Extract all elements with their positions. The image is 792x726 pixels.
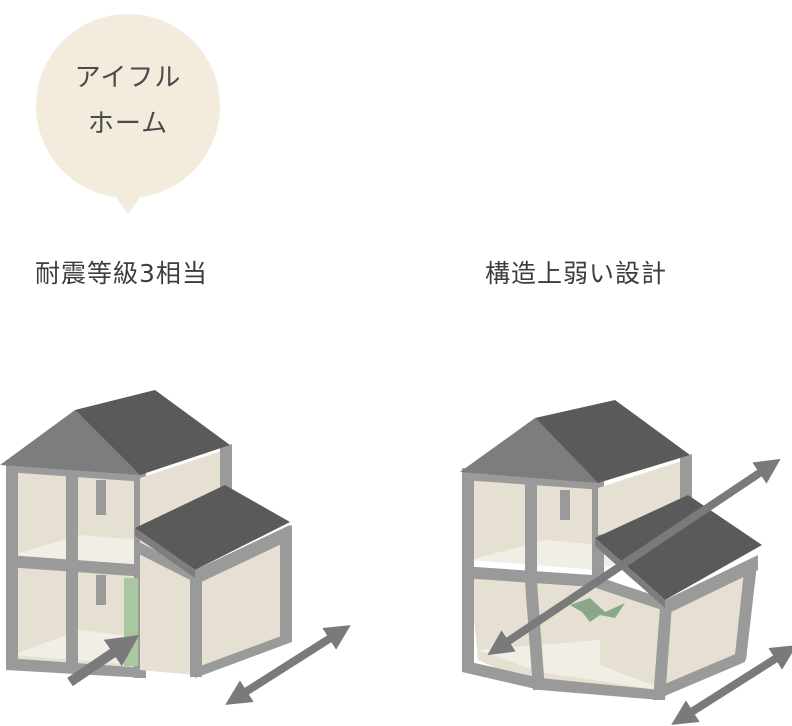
- speech-bubble: [36, 14, 220, 214]
- right-house-label: 構造上弱い設計: [485, 259, 668, 288]
- left-arrow-double: [225, 625, 351, 705]
- bubble-line-2: ホーム: [87, 109, 169, 139]
- right-arrow-double: [671, 645, 792, 725]
- right-arrow-diagonal: [487, 458, 781, 656]
- left-house-label: 耐震等級3相当: [35, 259, 208, 288]
- left-house-roof: [0, 390, 290, 578]
- bubble-line-1: アイフル: [74, 63, 182, 93]
- left-arrow-small: [67, 635, 140, 687]
- bubble-text: アイフル ホーム: [33, 55, 223, 147]
